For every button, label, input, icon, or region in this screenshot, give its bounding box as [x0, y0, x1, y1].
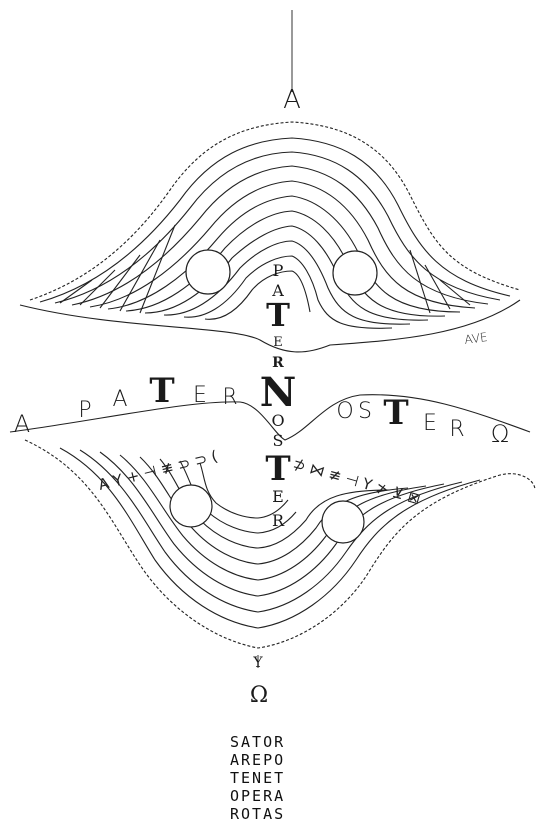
- h-left-p: P: [78, 398, 91, 423]
- sator-square: SATOR AREPO TENET OPERA ROTAS: [230, 733, 285, 823]
- v-letter-t: T: [266, 296, 290, 334]
- h-left-e: E: [193, 383, 207, 408]
- sator-row-5: ROTAS: [230, 805, 285, 823]
- right-horizontal-word: O S T E R Ω: [336, 393, 509, 448]
- bottom-omega-symbol: Ω: [250, 683, 268, 708]
- h-left-alpha: A: [14, 410, 30, 438]
- ave-label: AVE: [463, 330, 488, 347]
- right-glyph-band: ⊅ ⋈ ≢ ⊣ Y ≯ ⊻ ⊠: [291, 455, 423, 509]
- sator-row-4: OPERA: [230, 787, 285, 805]
- upper-left-circle: [186, 250, 230, 294]
- upper-right-circle: [333, 251, 377, 295]
- bottom-y-mark: Y: [252, 655, 263, 671]
- h-right-e: E: [423, 411, 437, 436]
- h-right-omega: Ω: [491, 420, 509, 448]
- sator-row-1: SATOR: [230, 733, 285, 751]
- h-left-t: T: [149, 371, 174, 411]
- v-letter-e: E: [273, 335, 283, 350]
- lower-left-circle: [170, 485, 212, 527]
- v-letter-t2: T: [265, 449, 290, 489]
- v-letter-n: N: [260, 369, 297, 416]
- v-letter-e2: E: [272, 487, 284, 506]
- h-right-r: R: [449, 417, 464, 442]
- h-left-a: A: [112, 387, 127, 412]
- vertical-word: P A T E R N O S T E R: [260, 261, 297, 530]
- h-left-r: R: [222, 385, 237, 410]
- v-letter-p: P: [273, 261, 284, 280]
- h-right-s: S: [358, 399, 372, 424]
- v-letter-s: S: [273, 431, 284, 450]
- top-alpha-symbol: A: [283, 85, 301, 115]
- sator-row-2: AREPO: [230, 751, 285, 769]
- left-horizontal-word: A P A T E R: [14, 371, 238, 438]
- h-right-o: O: [336, 399, 353, 424]
- v-letter-r2: R: [272, 511, 285, 530]
- h-right-t: T: [383, 393, 408, 433]
- v-letter-o: O: [271, 411, 284, 430]
- lower-right-circle: [322, 501, 364, 543]
- sator-row-3: TENET: [230, 769, 285, 787]
